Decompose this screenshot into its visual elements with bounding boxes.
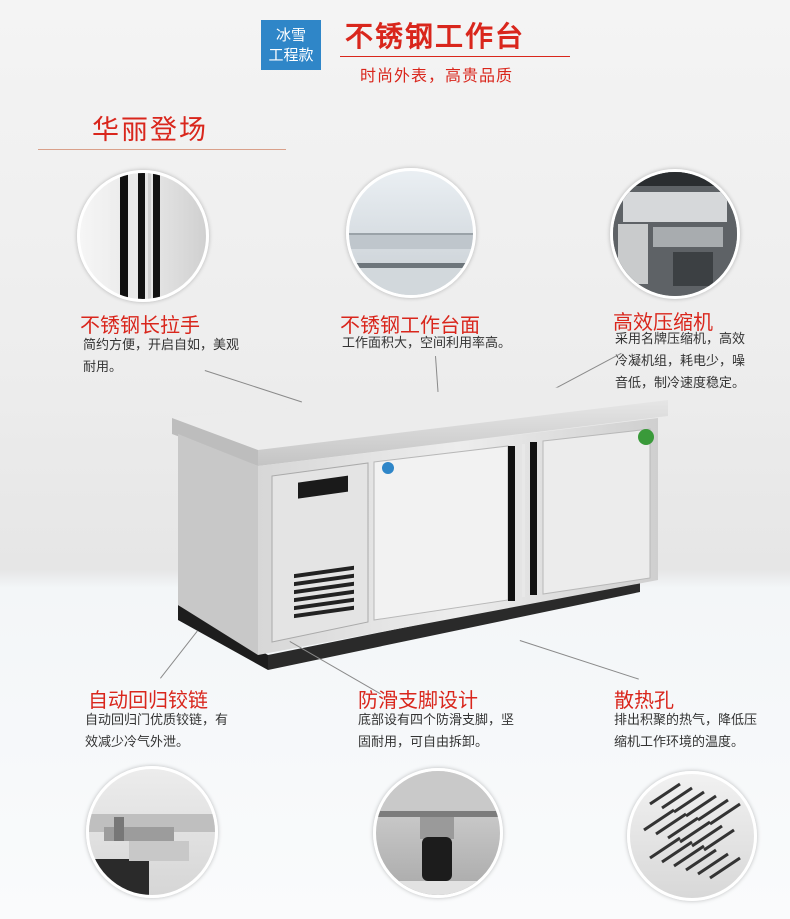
section-divider	[38, 149, 286, 150]
title-divider	[340, 56, 570, 57]
handle-detail-image	[77, 170, 209, 302]
feature-title-compressor: 高效压缩机	[613, 310, 713, 334]
feature-desc-feet: 底部设有四个防滑支脚，坚 固耐用，可自由拆卸。	[358, 713, 515, 750]
feature-desc-worktop: 工作面积大，空间利用率高。	[342, 336, 512, 351]
feature-desc-vent: 排出积聚的热气，降低压 缩机工作环境的温度。	[614, 713, 758, 750]
feature-title-vent: 散热孔	[614, 688, 674, 712]
workbench-product-image	[172, 385, 668, 670]
page-title: 不锈钢工作台	[345, 20, 526, 53]
page-subtitle: 时尚外表，高贵品质	[360, 66, 514, 85]
badge-line-1: 冰雪	[275, 26, 306, 44]
section-title: 华丽登场	[92, 115, 208, 146]
hinge-detail-image	[86, 766, 218, 898]
feature-desc-hinge: 自动回归门优质铰链，有 效减少冷气外泄。	[85, 713, 229, 750]
feature-desc-handle: 简约方便，开启自如，美观 耐用。	[83, 338, 240, 375]
feet-detail-image	[373, 768, 503, 898]
feature-title-hinge: 自动回归铰链	[88, 688, 208, 712]
brand-badge: 冰雪 工程款	[261, 20, 321, 70]
feature-title-feet: 防滑支脚设计	[358, 688, 478, 712]
feature-desc-compressor: 采用名牌压缩机，高效 冷凝机组，耗电少，噪 音低，制冷速度稳定。	[615, 332, 746, 391]
vent-detail-image	[627, 771, 757, 901]
feature-title-handle: 不锈钢长拉手	[80, 313, 200, 337]
worktop-detail-image	[346, 168, 476, 298]
feature-title-worktop: 不锈钢工作台面	[340, 313, 480, 337]
badge-line-2: 工程款	[268, 46, 314, 64]
compressor-detail-image	[610, 169, 740, 299]
